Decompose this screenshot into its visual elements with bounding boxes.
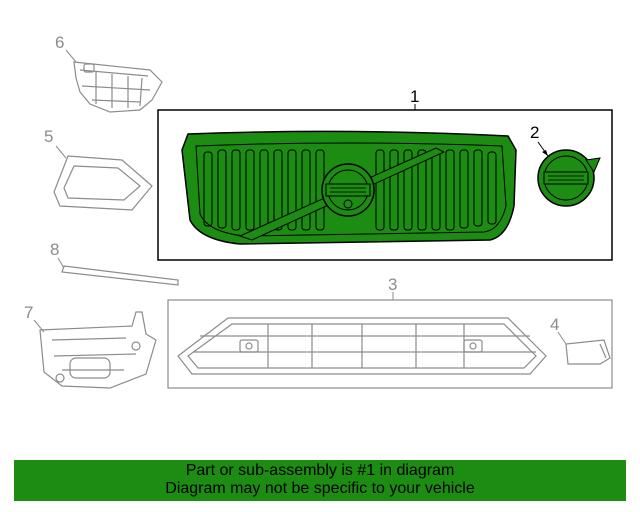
banner-line-2: Diagram may not be specific to your vehi…: [165, 480, 475, 497]
callout-1: 1: [410, 87, 419, 106]
lower-grille-box: [167, 299, 613, 389]
callout-5: 5: [44, 127, 53, 146]
part-1-grille[interactable]: [181, 130, 517, 245]
part-8-strip[interactable]: [61, 265, 179, 286]
callout-4: 4: [550, 315, 559, 334]
part-6-bracket[interactable]: [73, 61, 163, 113]
callout-6: 6: [55, 33, 64, 52]
callout-3: 3: [388, 275, 397, 294]
info-banner: Part or sub-assembly is #1 in diagram Di…: [14, 460, 626, 501]
part-5-side-trim[interactable]: [53, 155, 153, 211]
part-7-lower-bracket[interactable]: [39, 311, 157, 389]
leader-8: [57, 257, 65, 269]
leader-2-arrowhead: [542, 150, 548, 156]
assembly-box: [157, 109, 613, 261]
banner-line-1: Part or sub-assembly is #1 in diagram: [185, 462, 455, 479]
callout-8: 8: [50, 240, 59, 259]
leader-5: [55, 145, 67, 159]
part-2-emblem[interactable]: [537, 149, 601, 207]
callout-7: 7: [24, 303, 33, 322]
leader-6: [65, 49, 77, 63]
part-4-clip[interactable]: [565, 339, 611, 365]
leader-7: [33, 319, 45, 333]
leader-4: [557, 331, 567, 345]
part-3-lower-grille[interactable]: [177, 317, 547, 375]
callout-2: 2: [530, 123, 539, 142]
grille-emblem: [321, 163, 375, 217]
